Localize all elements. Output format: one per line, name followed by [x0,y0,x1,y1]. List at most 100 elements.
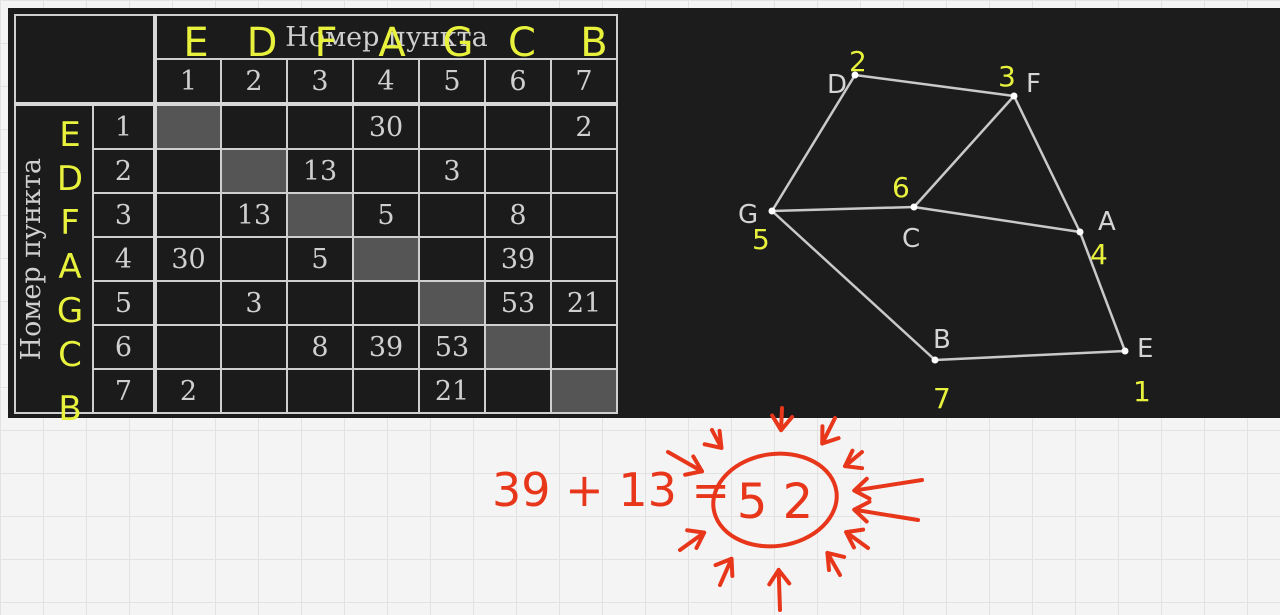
row-header-title-text: Номер пункта [16,157,47,361]
column-number: 6 [484,58,552,106]
graph-node-number-handwritten: 1 [1133,375,1151,408]
table-row: Номер пункта 1 30 2 [14,103,618,414]
diagonal-cell [550,368,618,414]
row-number: 5 [92,280,157,326]
graph-node-label: A [1098,207,1116,237]
graph-node-D [851,71,859,79]
pointer-arrow [666,450,705,477]
diagonal-cell [286,192,354,238]
graph-node-number-handwritten: 4 [1090,238,1108,271]
graph-edge-C-A [913,205,1081,234]
column-number: 5 [418,58,486,106]
distance-cell: 13 [220,192,288,238]
graph-node-label: B [933,325,951,355]
graph-edge-G-B [771,210,936,361]
diagonal-cell [418,280,486,326]
distance-cell [154,192,222,238]
distance-cell [418,103,486,150]
answer-circle [711,451,839,549]
distance-cell [220,103,288,150]
distance-cell: 2 [154,368,222,414]
pointer-arrow [825,550,847,577]
distance-cell: 30 [154,236,222,282]
graph-node-label: E [1137,334,1153,364]
distance-cell [286,368,354,414]
row-number: 3 [92,192,157,238]
distance-cell [352,368,420,414]
pointer-arrow [843,448,865,471]
graph-edge-D-F [854,73,1015,98]
distance-cell [352,148,420,194]
diagonal-cell [352,236,420,282]
handwritten-answer: 5 2 [737,474,813,530]
distance-cell [352,280,420,326]
column-number: 7 [550,58,618,106]
diagonal-cell [154,103,222,150]
graph-node-number-handwritten: 7 [933,382,951,415]
distance-cell [154,148,222,194]
distance-cell: 21 [418,368,486,414]
pointer-arrow [767,567,792,612]
distance-cell: 39 [484,236,552,282]
diagonal-cell [220,148,288,194]
column-number: 3 [286,58,354,106]
graph-node-F [1010,92,1018,100]
distance-cell [484,368,552,414]
graph-node-label: C [902,224,920,254]
distance-cell [286,103,354,150]
graph-edge-F-C [913,95,1015,208]
graph-node-number-handwritten: 3 [998,60,1016,93]
distance-cell: 5 [352,192,420,238]
pointer-arrow [852,499,920,524]
distance-cell [418,192,486,238]
pointer-arrow [678,528,707,552]
diagonal-cell [484,324,552,370]
pointer-arrow [713,556,735,587]
row-header-title: Номер пункта [14,103,94,414]
graph-node-G [768,207,776,215]
distance-cell [484,148,552,194]
graph-node-label: F [1026,69,1041,99]
graph-node-E [1121,347,1129,355]
distance-cell: 3 [220,280,288,326]
row-number: 4 [92,236,157,282]
table-corner [14,14,157,106]
pointer-arrow [844,527,870,550]
column-number: 4 [352,58,420,106]
distance-cell [154,324,222,370]
row-number: 7 [92,368,157,414]
distance-cell [550,324,618,370]
distance-cell: 3 [418,148,486,194]
distance-cell [220,368,288,414]
graph-node-label: G [738,200,758,230]
graph-edge-D-G [770,74,857,212]
pointer-arrow [702,428,724,450]
distance-cell [220,236,288,282]
column-header-title: Номер пункта [154,14,618,60]
graph-edge-G-C [771,205,915,213]
distance-cell [550,236,618,282]
handwritten-equation: 39 + 13 = [492,463,730,517]
graph-edge-F-A [1012,95,1082,233]
distance-cell: 2 [550,103,618,150]
distance-cell [550,192,618,238]
distance-cell [286,280,354,326]
row-number: 1 [92,103,157,150]
pointer-arrow [852,476,924,501]
distance-table: Номер пункта 1 2 3 4 5 6 7 Номер пункта 1… [14,14,618,414]
distance-cell [418,236,486,282]
distance-cell: 53 [484,280,552,326]
row-number: 6 [92,324,157,370]
pointer-arrow [820,416,841,446]
graph-node-number-handwritten: 2 [849,45,867,78]
column-number: 2 [220,58,288,106]
distance-cell [154,280,222,326]
distance-cell: 53 [418,324,486,370]
graph-node-B [931,356,939,364]
